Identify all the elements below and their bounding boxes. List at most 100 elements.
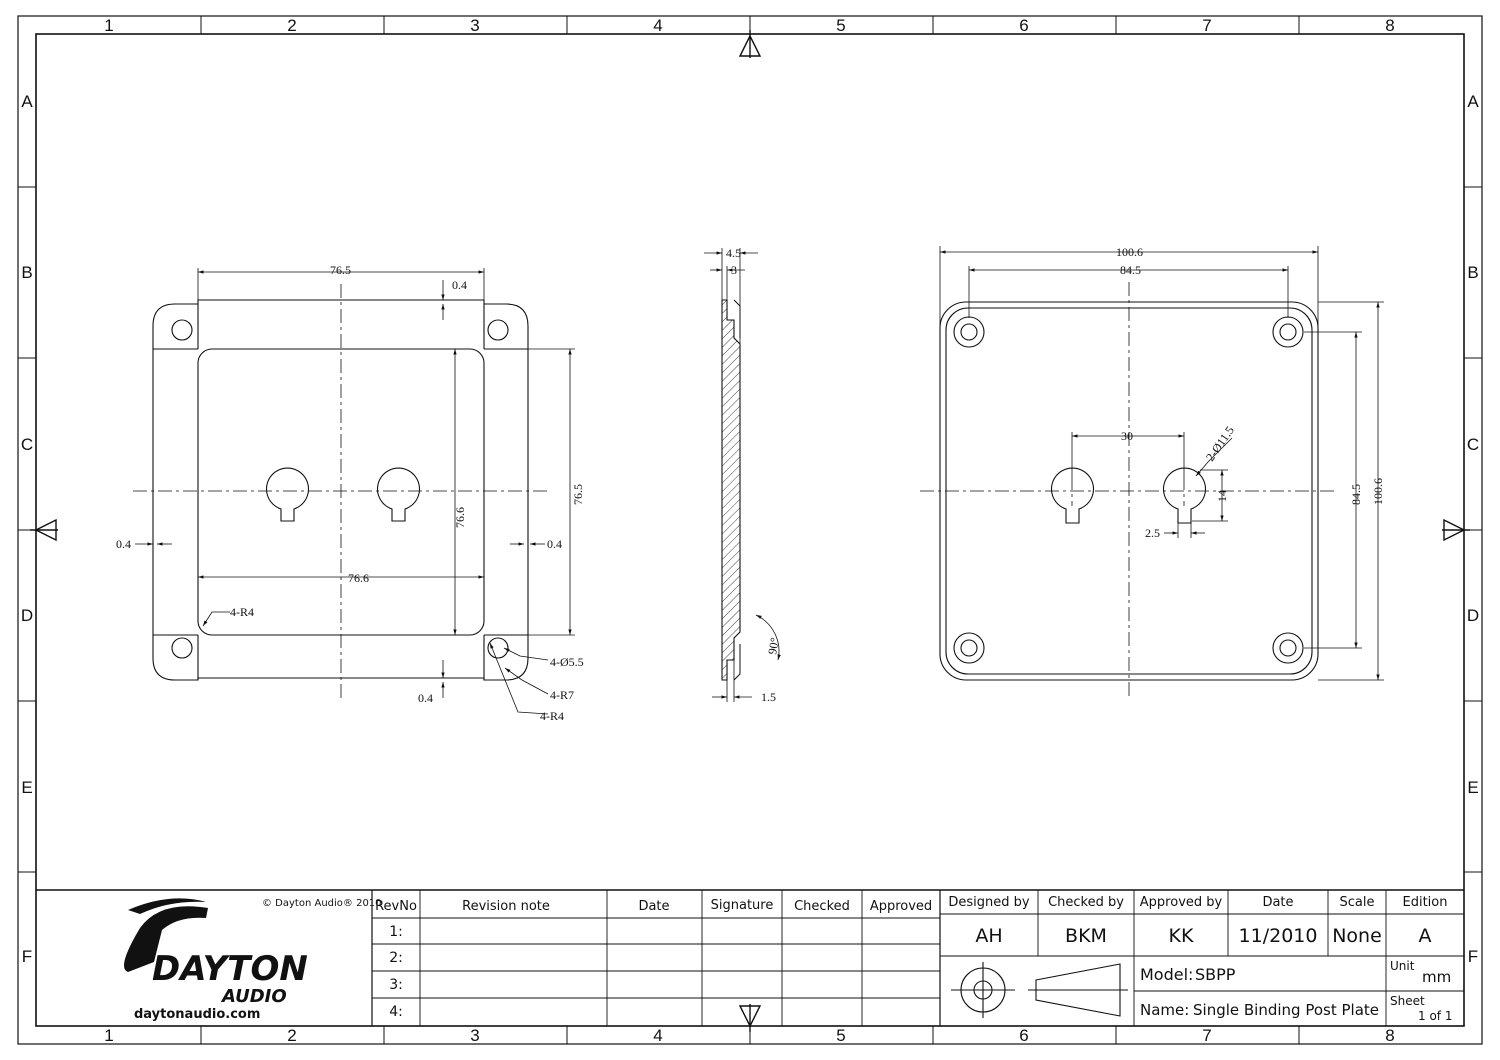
model-value: SBPP [1195, 965, 1236, 984]
row-label: D [21, 606, 33, 625]
row-label: D [1467, 606, 1479, 625]
dim-label: 4.5 [726, 246, 741, 260]
column-labels-top: 1 2 3 4 5 6 7 8 [104, 16, 1394, 35]
keyed-post-hole [265, 467, 310, 522]
revision-header: Date [638, 899, 669, 914]
copyright-text: © Dayton Audio® 2010 [262, 898, 382, 909]
unit-label: Unit [1390, 959, 1415, 973]
approval-header: Designed by [948, 895, 1030, 910]
plate-outline [152, 299, 529, 681]
approval-header: Approved by [1140, 895, 1223, 910]
col-label: 6 [1019, 1026, 1028, 1045]
name-value: Single Binding Post Plate [1193, 1001, 1379, 1019]
col-label: 2 [287, 1026, 296, 1045]
dim-label: 76.5 [571, 484, 585, 505]
mount-hole [960, 323, 978, 341]
mount-hole [1279, 323, 1297, 341]
revision-header: RevNo [375, 899, 417, 914]
keyed-post-hole [1050, 467, 1095, 524]
approval-header: Edition [1403, 895, 1448, 910]
right-view-front-of-plate: 100.6 84.5 30 2-Ø11.5 14 2.5 84.5 100.6 [920, 245, 1385, 700]
approval-value: AH [975, 925, 1002, 947]
approval-value: BKM [1065, 925, 1107, 947]
model-label: Model: [1140, 965, 1193, 984]
approval-value: None [1332, 925, 1382, 947]
mount-hole [487, 319, 509, 341]
name-label: Name: [1140, 1001, 1189, 1019]
col-label: 4 [653, 1026, 662, 1045]
dim-label: 76.6 [453, 507, 467, 528]
col-label: 7 [1202, 16, 1211, 35]
approval-value: A [1419, 925, 1432, 947]
dim-label: 84.5 [1120, 263, 1141, 277]
projection-symbol-icon [951, 962, 1128, 1018]
mount-hole [953, 632, 985, 664]
dim-label: 14 [1215, 490, 1229, 502]
logo-sub: AUDIO [220, 986, 287, 1007]
dim-label: 2-Ø11.5 [1203, 424, 1237, 464]
approval-header: Checked by [1048, 895, 1124, 910]
approval-header: Date [1262, 895, 1293, 910]
dim-label: 4-Ø5.5 [550, 655, 584, 669]
keyed-post-hole [1162, 467, 1207, 524]
mount-hole [171, 637, 193, 659]
row-labels-left: A B C D E F [21, 92, 33, 966]
dim-label: 1.5 [761, 690, 776, 704]
mount-hole [1272, 632, 1304, 664]
col-label: 8 [1385, 16, 1394, 35]
plate-inner-flange [153, 304, 528, 680]
revision-row-number: 2: [389, 950, 403, 966]
col-label: 5 [836, 16, 845, 35]
dim-label: 30 [1121, 429, 1133, 443]
dim-label: 0.4 [547, 537, 562, 551]
title-block: DAYTON AUDIO daytonaudio.com © Dayton Au… [36, 889, 1464, 1026]
revision-header: Checked [794, 899, 850, 914]
row-label: A [21, 92, 33, 111]
row-label: C [1467, 435, 1479, 454]
revision-header: Revision note [462, 899, 550, 914]
left-view-back-of-plate: 76.5 0.4 76.5 76.6 0.4 0.4 76.6 4-R4 4-Ø… [116, 263, 585, 723]
section-profile [721, 299, 741, 681]
row-label: A [1467, 92, 1479, 111]
row-label: C [21, 435, 33, 454]
col-label: 3 [470, 16, 479, 35]
logo-swoosh-icon [124, 898, 208, 972]
dim-label: 100.6 [1116, 245, 1143, 259]
revision-header: Approved [870, 899, 932, 914]
col-label: 2 [287, 16, 296, 35]
dim-label: 0.4 [116, 537, 131, 551]
dim-label: 84.5 [1349, 484, 1363, 505]
row-ticks [18, 186, 1482, 873]
col-label: 4 [653, 16, 662, 35]
approval-value: KK [1169, 925, 1194, 947]
row-label: E [21, 778, 32, 797]
approval-header: Scale [1340, 895, 1375, 910]
dim-label: 4-R4 [540, 709, 564, 723]
centering-marks [30, 30, 1470, 1032]
row-label: B [21, 263, 32, 282]
logo-url: daytonaudio.com [134, 1007, 260, 1022]
row-label: E [1467, 778, 1478, 797]
keyed-post-hole [376, 467, 421, 522]
dim-label: 0.4 [452, 278, 467, 292]
side-section-view: 4.5 3 90° 1.5 [704, 246, 782, 704]
col-label: 3 [470, 1026, 479, 1045]
col-label: 5 [836, 1026, 845, 1045]
mount-hole [1272, 316, 1304, 348]
col-label: 7 [1202, 1026, 1211, 1045]
mount-hole [1279, 639, 1297, 657]
revision-header: Signature [711, 898, 774, 913]
col-label: 6 [1019, 16, 1028, 35]
unit-value: mm [1422, 968, 1451, 986]
approval-value: 11/2010 [1239, 925, 1318, 947]
dim-label: 3 [731, 263, 737, 277]
row-label: F [1468, 947, 1478, 966]
row-label: B [1467, 263, 1478, 282]
dim-label: 100.6 [1371, 478, 1385, 505]
dim-label: 90° [765, 636, 782, 655]
mount-hole [953, 316, 985, 348]
dim-label: 4-R7 [550, 688, 574, 702]
sheet-label: Sheet [1390, 994, 1425, 1008]
dim-label: 76.5 [330, 263, 351, 277]
